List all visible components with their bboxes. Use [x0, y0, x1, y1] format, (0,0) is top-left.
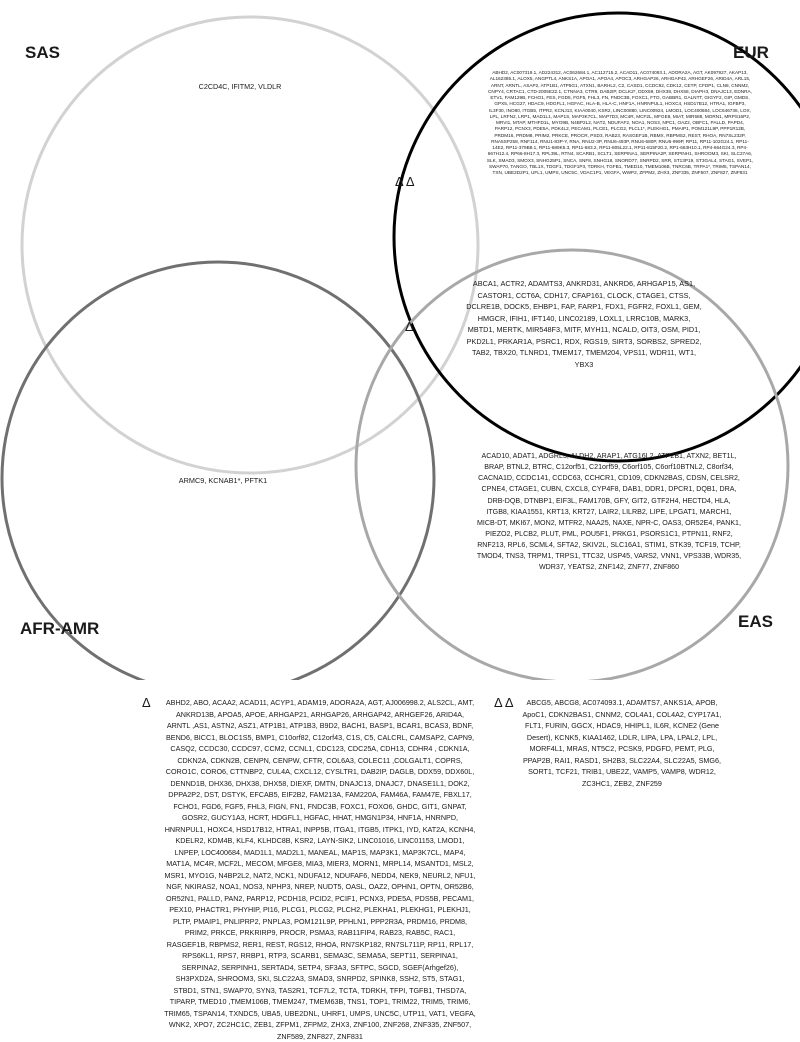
eur-only-genes: ABHD2, AC007319.1, AD224312, AC062684.1,… [486, 70, 754, 175]
sas-eur-eas-overlap-genes: ABCA1, ACTR2, ADAMTS3, ANKRD31, ANKRD6, … [466, 279, 702, 369]
footnote-double-gene-list: ABCG5, ABCG8, AC074093.1, ADAMTS7, ANKS1… [522, 698, 722, 788]
afr-amr-circle [0, 260, 436, 680]
eur-circle [392, 11, 800, 463]
eas-label: EAS [738, 612, 773, 631]
single-delta-marker: Δ [405, 319, 414, 334]
venn-diagram [0, 11, 800, 680]
eas-circle [354, 248, 790, 680]
footnote-single-delta: Δ [142, 695, 151, 710]
sas-only-genes: C2CD4C, IFITM2, VLDLR [198, 82, 282, 91]
footnote-double-delta: Δ Δ [494, 695, 514, 710]
afr-amr-label: AFR-AMR [20, 619, 100, 638]
sas-circle [20, 15, 480, 475]
eas-only-genes: ACAD10, ADAT1, ADGRL3, ALDH2, ARAP1, ATG… [476, 452, 742, 572]
sas-label: SAS [25, 43, 60, 62]
double-delta-marker: Δ Δ [395, 174, 415, 189]
afr-amr-only-genes: ARMC9, KCNAB1*, PFTK1 [178, 476, 268, 485]
eur-label: EUR [733, 43, 769, 62]
footnote-single-gene-list: ABHD2, ABO, ACAA2, ACAD11, ACYP1, ADAM19… [164, 698, 476, 1041]
